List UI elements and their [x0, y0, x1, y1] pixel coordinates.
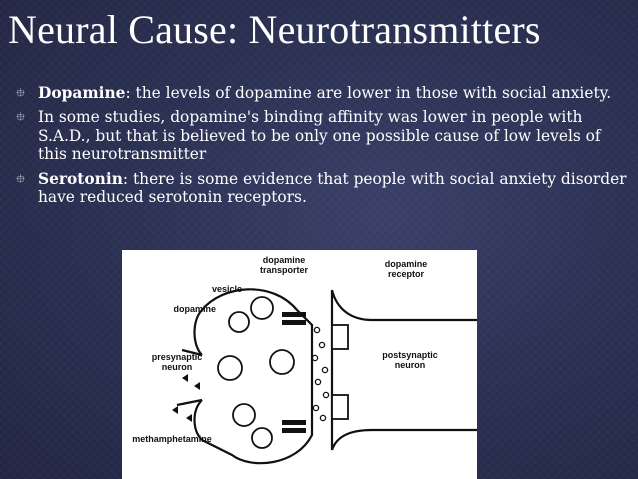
vesicle	[269, 349, 295, 375]
vesicle	[217, 355, 243, 381]
molecule	[313, 326, 321, 334]
label-dopamine: dopamine	[173, 304, 216, 314]
label-receptor-2: receptor	[388, 269, 425, 279]
methamphetamine-molecules	[172, 374, 200, 422]
label-presynaptic-1: presynaptic	[152, 352, 203, 362]
vesicle	[251, 427, 273, 449]
bullet-term: Dopamine	[38, 84, 126, 102]
quad-arrow-bullet-icon: ⯐	[16, 171, 26, 186]
bullet-item: ⯐ In some studies, dopamine's binding af…	[16, 108, 628, 163]
molecule	[319, 414, 327, 422]
dopamine-molecules	[311, 326, 330, 422]
slide-title: Neural Cause: Neurotransmitters	[8, 7, 541, 52]
bullet-text: : there is some evidence that people wit…	[38, 169, 627, 207]
molecule	[311, 354, 319, 362]
receptor	[331, 324, 349, 350]
transporter	[282, 320, 306, 325]
label-vesicle: vesicle	[212, 284, 242, 294]
transporters	[282, 312, 306, 433]
presynaptic-membrane	[176, 288, 314, 465]
label-postsynaptic-2: neuron	[395, 360, 426, 370]
vesicle	[250, 296, 274, 320]
molecule	[182, 374, 188, 382]
quad-arrow-bullet-icon: ⯐	[16, 86, 26, 100]
bullet-text: In some studies, dopamine's binding affi…	[38, 108, 601, 164]
transporter	[282, 420, 306, 425]
molecule	[194, 382, 200, 390]
label-transporter-1: dopamine	[263, 255, 306, 265]
bullet-term: Serotonin	[38, 169, 123, 188]
receptor	[331, 394, 349, 420]
molecule	[312, 404, 320, 412]
label-postsynaptic-1: postsynaptic	[382, 350, 438, 360]
molecule	[172, 406, 178, 414]
axon-top	[193, 309, 203, 356]
molecule	[314, 378, 322, 386]
label-transporter-2: transporter	[260, 265, 309, 275]
bullet-text: : the levels of dopamine are lower in th…	[125, 84, 612, 102]
bullet-item: ⯐ Serotonin: there is some evidence that…	[16, 170, 628, 207]
transporter	[282, 428, 306, 433]
vesicle	[232, 403, 256, 427]
quad-arrow-bullet-icon: ⯐	[16, 110, 26, 125]
bullet-item: ⯐ Dopamine: the levels of dopamine are l…	[16, 84, 628, 102]
molecule	[318, 341, 326, 349]
axon-bottom	[193, 399, 203, 441]
transporter	[282, 312, 306, 317]
molecule	[322, 391, 330, 399]
synapse-diagram-svg: vesicle dopamine dopamine transporter do…	[132, 255, 477, 465]
label-presynaptic-2: neuron	[162, 362, 193, 372]
vesicle	[228, 311, 250, 333]
molecule	[321, 366, 329, 374]
synapse-diagram: vesicle dopamine dopamine transporter do…	[122, 250, 477, 479]
label-receptor-1: dopamine	[385, 259, 428, 269]
receptors	[331, 324, 349, 420]
postsynaptic-membrane	[330, 289, 477, 451]
label-methamphetamine: methamphetamine	[132, 434, 212, 444]
vesicles	[217, 296, 295, 449]
bullet-list: ⯐ Dopamine: the levels of dopamine are l…	[16, 84, 628, 212]
molecule	[186, 414, 192, 422]
